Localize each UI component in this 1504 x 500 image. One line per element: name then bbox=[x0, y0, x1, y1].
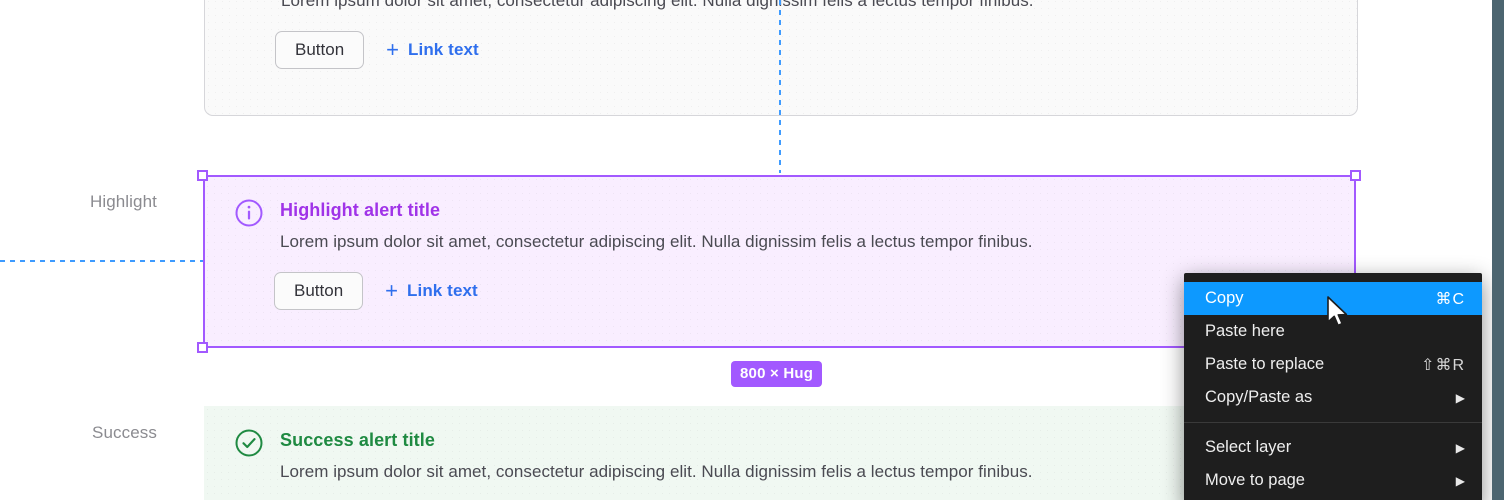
alert-highlight-body: Lorem ipsum dolor sit amet, consectetur … bbox=[280, 232, 1033, 251]
row-label-success: Success bbox=[92, 423, 157, 442]
alert-success-content: Success alert title Lorem ipsum dolor si… bbox=[204, 406, 1356, 500]
alert-info-body: Lorem ipsum dolor sit amet, consectetur … bbox=[281, 0, 1034, 10]
alert-highlight-content: Highlight alert title Lorem ipsum dolor … bbox=[204, 176, 1356, 348]
alert-info-link[interactable]: + Link text bbox=[386, 39, 479, 61]
alert-info-button[interactable]: Button bbox=[275, 31, 365, 69]
row-label-highlight: Highlight bbox=[89, 192, 157, 211]
chevron-right-icon: ▶ bbox=[1455, 440, 1465, 455]
context-menu-item-paste-to-replace[interactable]: Paste to replace ⇧⌘R bbox=[1184, 348, 1482, 381]
context-menu-item-shortcut: ⇧⌘R bbox=[1421, 356, 1465, 374]
alert-success-title: Success alert title bbox=[280, 430, 435, 450]
info-circle-icon bbox=[234, 198, 264, 228]
alert-highlight-link-label: Link text bbox=[407, 281, 478, 300]
alignment-guide-horizontal bbox=[0, 260, 203, 262]
alert-highlight-link[interactable]: + Link text bbox=[385, 280, 478, 302]
alert-highlight-actions: Button + Link text bbox=[274, 272, 478, 310]
resize-handle-top-right[interactable] bbox=[1350, 170, 1361, 181]
context-menu-item-move-to-page[interactable]: Move to page ▶ bbox=[1184, 464, 1482, 497]
check-circle-icon bbox=[234, 428, 264, 458]
alert-info-actions: Button + Link text bbox=[275, 31, 479, 69]
plus-icon: + bbox=[385, 278, 399, 303]
selection-size-badge: 800 × Hug bbox=[731, 361, 823, 387]
context-menu-item-paste-here[interactable]: Paste here bbox=[1184, 315, 1482, 348]
alert-card-highlight[interactable]: Highlight alert title Lorem ipsum dolor … bbox=[204, 176, 1356, 348]
context-menu-item-shortcut: ⌘C bbox=[1435, 290, 1465, 308]
context-menu-item-label: Copy bbox=[1205, 289, 1244, 307]
chevron-right-icon: ▶ bbox=[1455, 473, 1465, 488]
mouse-cursor-icon bbox=[1326, 296, 1350, 330]
plus-icon: + bbox=[386, 37, 400, 62]
context-menu-item-label: Select layer bbox=[1205, 438, 1292, 456]
context-menu-item-copy-paste-as[interactable]: Copy/Paste as ▶ bbox=[1184, 381, 1482, 414]
alert-highlight-button[interactable]: Button bbox=[274, 272, 364, 310]
alert-success-body: Lorem ipsum dolor sit amet, consectetur … bbox=[280, 462, 1033, 481]
context-menu-item-label: Paste here bbox=[1205, 322, 1285, 340]
alert-info-link-label: Link text bbox=[408, 40, 479, 59]
alert-highlight-title: Highlight alert title bbox=[280, 200, 441, 220]
context-menu-item-label: Copy/Paste as bbox=[1205, 388, 1313, 406]
alert-card-info[interactable]: Lorem ipsum dolor sit amet, consectetur … bbox=[204, 0, 1358, 116]
resize-handle-bottom-left[interactable] bbox=[197, 342, 208, 353]
window-edge-strip bbox=[1492, 0, 1504, 500]
context-menu-item-label: Move to page bbox=[1205, 471, 1305, 489]
context-menu-item-select-layer[interactable]: Select layer ▶ bbox=[1184, 431, 1482, 464]
context-menu-divider bbox=[1184, 422, 1482, 423]
resize-handle-top-left[interactable] bbox=[197, 170, 208, 181]
alignment-guide-vertical bbox=[779, 0, 781, 173]
alert-info-content: Lorem ipsum dolor sit amet, consectetur … bbox=[205, 0, 1357, 115]
alert-card-success[interactable]: Success alert title Lorem ipsum dolor si… bbox=[204, 406, 1356, 500]
chevron-right-icon: ▶ bbox=[1455, 390, 1465, 405]
context-menu-item-label: Paste to replace bbox=[1205, 355, 1325, 373]
